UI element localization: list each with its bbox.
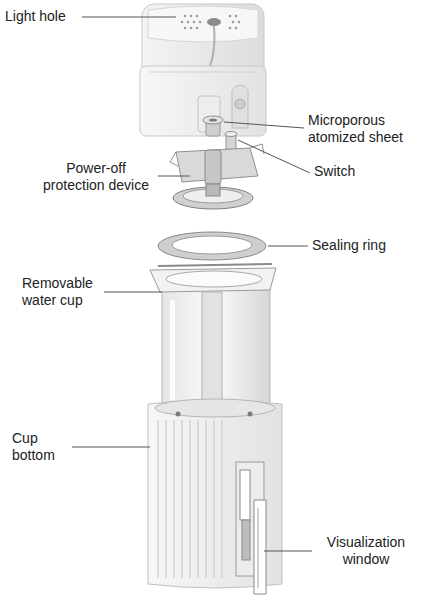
part-label: Light hole: [5, 8, 85, 25]
top-cap: [140, 4, 266, 136]
water-cup: [150, 264, 276, 432]
part-label: Visualization window: [314, 534, 418, 568]
leader-lines: [72, 17, 312, 551]
sealing-ring: [158, 232, 266, 260]
part-label: Sealing ring: [312, 237, 412, 254]
part-label: Cup bottom: [12, 430, 72, 464]
cup-bottom: [148, 399, 282, 594]
part-label: Removable water cup: [22, 275, 104, 309]
atomizer-assembly: [170, 116, 264, 209]
part-label: Power-off protection device: [36, 160, 156, 194]
part-label: Microporous atomized sheet: [308, 112, 420, 146]
part-label: Switch: [314, 163, 394, 180]
